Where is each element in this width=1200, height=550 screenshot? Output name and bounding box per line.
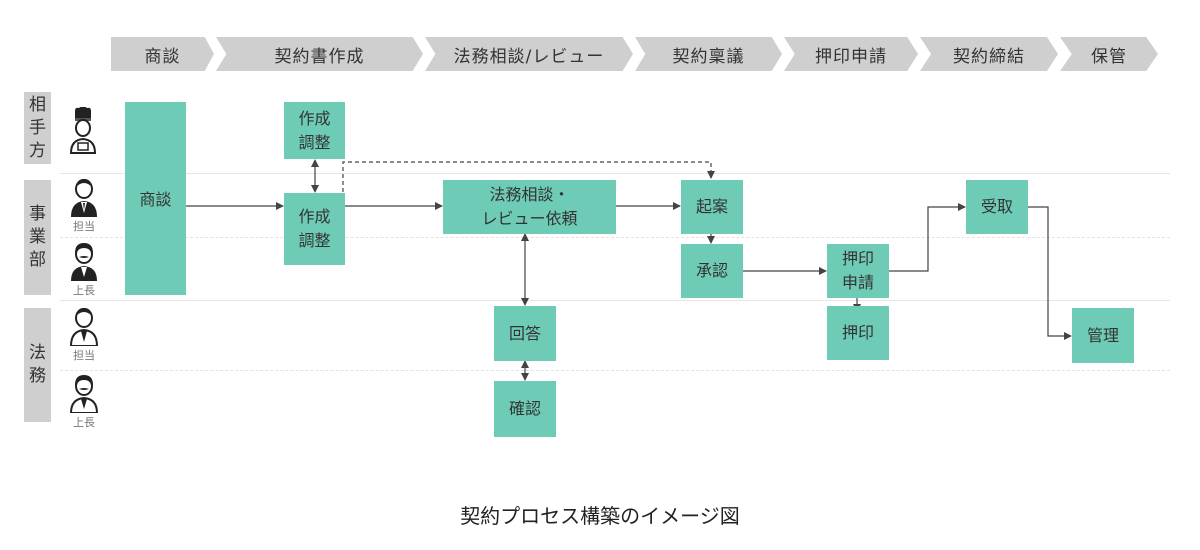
role-divider: [60, 370, 1170, 371]
box-houmu-irai: 法務相談・ レビュー依頼: [443, 180, 616, 234]
lane-char: 業: [29, 227, 46, 247]
box-sakusei-business: 作成 調整: [284, 193, 345, 265]
role-caption: 担当: [73, 220, 95, 233]
person-mustache-icon: [71, 243, 97, 281]
box-kakunin: 確認: [494, 381, 556, 437]
lane-char: 法: [29, 343, 46, 363]
legal-manager-person: 上長: [68, 373, 100, 430]
phase-keiyaku-ringi: 契約稟議: [635, 37, 782, 71]
business-staff-person: 担当: [68, 177, 100, 234]
lane-divider: [60, 173, 1170, 174]
lane-divider: [60, 300, 1170, 301]
lane-char: 事: [29, 204, 46, 224]
box-uketori: 受取: [966, 180, 1028, 234]
box-kaitou: 回答: [494, 306, 556, 361]
lane-char: 部: [29, 250, 46, 270]
arrow-uketori-to-kanri: [1028, 206, 1072, 340]
chef-person-icon: [69, 107, 97, 154]
counterparty-person: [67, 107, 99, 155]
phase-keiyakusho-sakusei: 契約書作成: [216, 37, 423, 71]
phase-keiyaku-teiketsu: 契約締結: [920, 37, 1058, 71]
person-mustache-icon: [70, 375, 98, 413]
box-kanri: 管理: [1072, 308, 1134, 363]
box-kian: 起案: [681, 180, 743, 234]
diagram-caption: 契約プロセス構築のイメージ図: [460, 504, 740, 528]
role-divider: [60, 237, 1170, 238]
business-manager-person: 上長: [68, 241, 100, 298]
role-caption: 上長: [73, 284, 95, 297]
box-sakusei-counterparty: 作成 調整: [284, 102, 345, 159]
arrow-dashed-to-kian: [342, 161, 715, 192]
phase-houmu-review: 法務相談/レビュー: [425, 37, 633, 71]
lane-label-legal: 法 務: [24, 308, 51, 422]
lane-char: 務: [29, 366, 46, 386]
phase-oin-shinsei: 押印申請: [784, 37, 918, 71]
person-tie-icon: [70, 308, 98, 346]
lane-char: 方: [29, 140, 46, 161]
lane-char: 手: [29, 117, 46, 138]
box-shodan: 商談: [125, 102, 186, 295]
box-oin: 押印: [827, 306, 889, 360]
role-caption: 担当: [73, 349, 95, 362]
lane-char: 相: [29, 94, 46, 115]
box-shonin: 承認: [681, 244, 743, 298]
person-tie-icon: [71, 179, 97, 217]
box-oin-shinsei: 押印 申請: [827, 244, 889, 298]
lane-label-business: 事 業 部: [24, 180, 51, 295]
lane-label-counterparty: 相 手 方: [24, 92, 51, 164]
legal-staff-person: 担当: [68, 306, 100, 363]
arrow-oin-shinsei-to-uketori: [889, 203, 966, 272]
phase-hokan: 保管: [1060, 37, 1158, 71]
phase-shodan: 商談: [111, 37, 214, 71]
role-caption: 上長: [73, 416, 95, 429]
